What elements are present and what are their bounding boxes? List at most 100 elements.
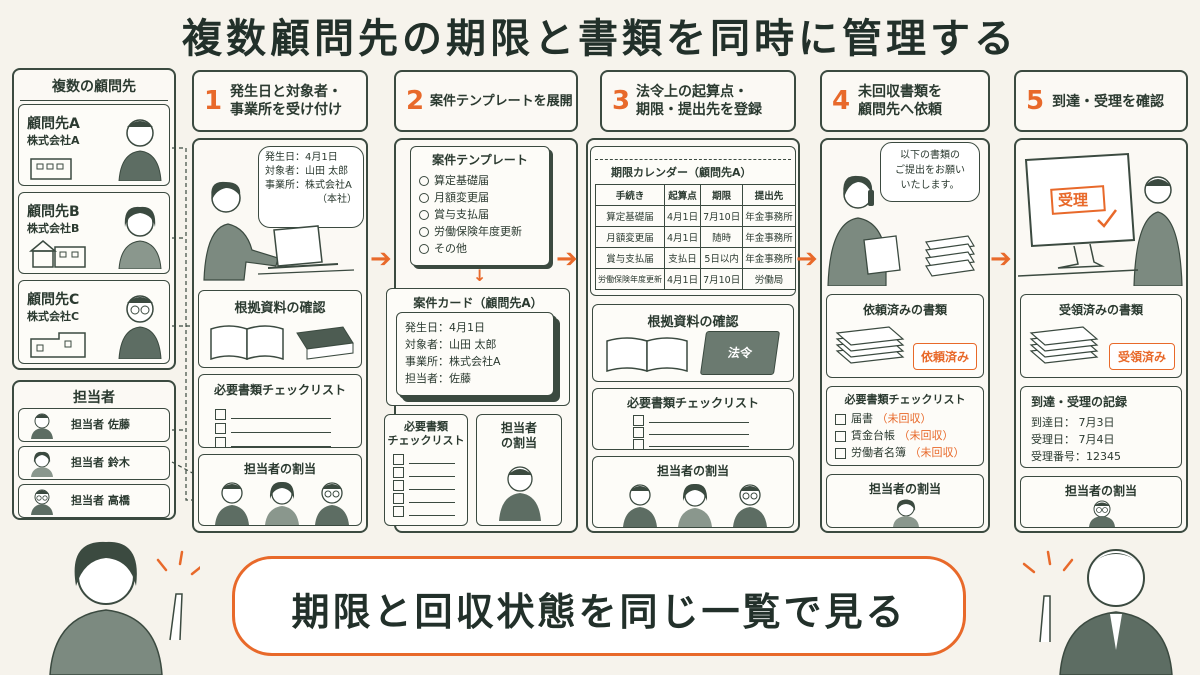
- assign-card[interactable]: 担当者の割当: [198, 454, 362, 526]
- requested-docs-card[interactable]: 依頼済みの書類 依頼済み: [826, 294, 984, 378]
- step-number: 4: [832, 86, 851, 116]
- circle-icon: [419, 227, 429, 237]
- card-title: 必要書類チェックリスト: [213, 383, 346, 397]
- step-4-header: 4 未回収書類を顧問先へ依頼: [820, 70, 990, 132]
- page-title: 複数顧問先の期限と書類を同時に管理する: [182, 16, 1018, 62]
- books-icon: [210, 325, 354, 361]
- staff-list: 担当者 佐藤 担当者 鈴木 担当者 高橋: [18, 408, 170, 518]
- staff-item-suzuki[interactable]: 担当者 鈴木: [18, 446, 170, 480]
- request-speech-bubble: 以下の書類のご提出をお願いいたします。: [880, 142, 980, 202]
- document-stack-icon: [1029, 326, 1099, 364]
- pending-checklist-card[interactable]: 必要書類チェックリスト 届書 （未回収） 賃金台帳 （未回収） 労働者名簿 （未…: [826, 386, 984, 466]
- circle-icon: [419, 210, 429, 220]
- card-title: 到達・受理の記録: [1031, 395, 1128, 409]
- client-person-icon: [118, 206, 162, 269]
- client-company: 株式会社C: [27, 310, 80, 323]
- staff-avatar-icon: [893, 499, 919, 527]
- open-book-icon: [606, 337, 688, 373]
- step-3-header: 3 法令上の起算点・期限・提出先を登録: [600, 70, 796, 132]
- template-list: 算定基礎届 月額変更届 賞与支払届 労働保険年度更新 その他: [419, 172, 541, 257]
- client-name: 顧問先C: [27, 292, 80, 308]
- step-5-header: 5 到達・受理を確認: [1014, 70, 1188, 132]
- circle-icon: [419, 176, 429, 186]
- calendar-rings: [595, 151, 791, 160]
- client-name: 顧問先B: [27, 204, 80, 220]
- client-name: 顧問先A: [27, 116, 80, 132]
- checklist-card[interactable]: 必要書類チェックリスト: [384, 414, 468, 526]
- staff-avatar-icon: [31, 489, 53, 515]
- staff-avatar-icon: [31, 451, 53, 477]
- checklist-card[interactable]: 必要書類チェックリスト: [198, 374, 362, 448]
- checklist-lines: [633, 415, 793, 451]
- assign-card[interactable]: 担当者の割当: [1020, 476, 1182, 528]
- step-title: 案件テンプレートを展開: [430, 94, 573, 109]
- client-person-icon: [118, 119, 162, 181]
- monitor-acceptance-illustration: [1018, 152, 1183, 286]
- card-title: 根拠資料の確認: [647, 315, 739, 330]
- step-title: 発生日と対象者・事業所を受け付け: [230, 84, 342, 118]
- presenter-woman-illustration: [49, 541, 200, 675]
- staff-avatar-icon: [1089, 500, 1115, 527]
- house-building-icon: [29, 240, 86, 268]
- acceptance-record-card[interactable]: 到達・受理の記録 到達日： 7月3日受理日： 7月4日受理番号：12345: [1020, 386, 1182, 468]
- client-card-b[interactable]: 顧問先B 株式会社B: [18, 192, 170, 274]
- list-item: 労働者名簿 （未回収）: [835, 444, 975, 461]
- circle-icon: [419, 193, 429, 203]
- list-item: 賃金台帳 （未回収）: [835, 427, 975, 444]
- template-card[interactable]: 案件テンプレート 算定基礎届 月額変更届 賞与支払届 労働保険年度更新 その他: [410, 146, 550, 266]
- law-book-icon: 法令: [699, 331, 781, 375]
- presenter-man-illustration: [1022, 549, 1173, 675]
- card-title: 必要書類チェックリスト: [387, 420, 465, 447]
- summary-text: 期限と回収状態を同じ一覧で見る: [291, 590, 907, 634]
- staff-name: 担当者 佐藤: [71, 418, 130, 431]
- office-building-icon: [30, 158, 72, 180]
- card-title: 依頼済みの書類: [862, 303, 947, 317]
- step-2-header: 2 案件テンプレートを展開: [394, 70, 578, 132]
- record-lines: 到達日： 7月3日受理日： 7月4日受理番号：12345: [1031, 416, 1121, 463]
- staff-item-sato[interactable]: 担当者 佐藤: [18, 408, 170, 442]
- client-company: 株式会社B: [27, 222, 80, 235]
- client-card-c[interactable]: 顧問先C 株式会社C: [18, 280, 170, 364]
- three-staff-icon: [215, 481, 349, 525]
- card-title: 受領済みの書類: [1058, 303, 1143, 317]
- card-title: 必要書類チェックリスト: [626, 396, 759, 410]
- staff-heading: 担当者: [73, 390, 115, 406]
- card-title: 根拠資料の確認: [234, 301, 326, 316]
- calendar-title: 期限カレンダー（顧問先A）: [611, 166, 752, 179]
- card-title: 担当者の割当: [1064, 484, 1137, 498]
- assign-card[interactable]: 担当者の割当: [476, 414, 562, 526]
- staff-name: 担当者 高橋: [71, 494, 130, 507]
- step-number: 3: [612, 86, 631, 116]
- step-title: 未回収書類を顧問先へ依頼: [858, 84, 942, 118]
- card-title: 担当者の割当: [500, 421, 537, 450]
- arrow-down-icon: ↓: [473, 266, 487, 285]
- staff-on-phone-illustration: [827, 175, 975, 286]
- card-title: 必要書類チェックリスト: [844, 393, 966, 406]
- arrow-right-icon: ➔: [556, 244, 578, 274]
- step-number: 1: [204, 86, 223, 116]
- arrow-right-icon: ➔: [370, 244, 392, 274]
- checklist-lines: [393, 452, 467, 517]
- card-title: 案件テンプレート: [432, 153, 528, 167]
- assign-card[interactable]: 担当者の割当: [826, 474, 984, 528]
- assign-card[interactable]: 担当者の割当: [592, 456, 794, 528]
- card-title: 担当者の割当: [868, 482, 941, 496]
- arrow-right-icon: ➔: [990, 244, 1012, 274]
- staff-name: 担当者 鈴木: [71, 456, 130, 469]
- step-title: 到達・受理を確認: [1052, 94, 1164, 110]
- checklist-lines: [215, 404, 361, 448]
- received-docs-card[interactable]: 受領済みの書類 受領済み: [1020, 294, 1182, 378]
- requested-badge: 依頼済み: [913, 343, 977, 370]
- document-stack-icon: [835, 326, 905, 364]
- evidence-check-card[interactable]: 根拠資料の確認: [198, 290, 362, 368]
- factory-building-icon: [30, 332, 86, 358]
- staff-item-takahashi[interactable]: 担当者 高橋: [18, 484, 170, 518]
- card-title: 担当者の割当: [656, 464, 729, 478]
- evidence-check-card[interactable]: 根拠資料の確認 法令: [592, 304, 794, 382]
- checklist-card[interactable]: 必要書類チェックリスト: [592, 388, 794, 450]
- client-card-a[interactable]: 顧問先A 株式会社A: [18, 104, 170, 186]
